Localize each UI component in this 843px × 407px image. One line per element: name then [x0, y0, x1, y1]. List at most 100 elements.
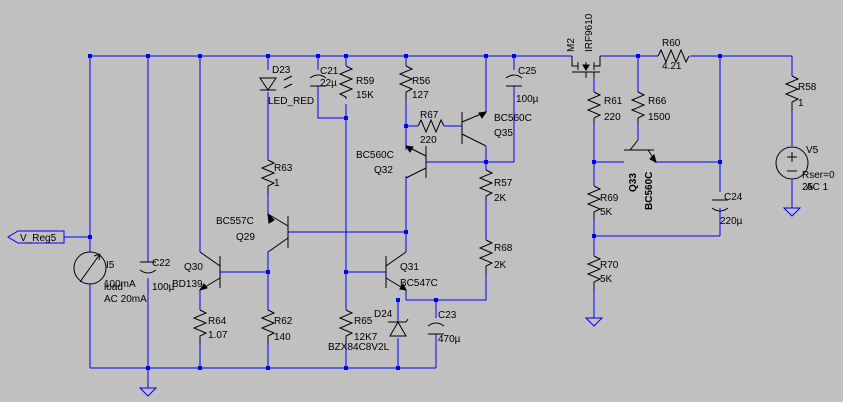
resistor-r70: R70 5K	[586, 255, 619, 290]
resistor-r67: R67 220	[417, 110, 445, 146]
svg-text:BC547C: BC547C	[400, 278, 438, 289]
svg-text:V5: V5	[806, 145, 819, 156]
svg-text:100µ: 100µ	[152, 282, 175, 293]
svg-text:C21: C21	[320, 66, 339, 77]
svg-text:R59: R59	[356, 76, 375, 87]
svg-text:Q31: Q31	[400, 262, 419, 273]
svg-text:R60: R60	[662, 38, 681, 49]
resistor-r61: R61 220	[586, 91, 623, 124]
transistor-q29: BC557C Q29	[216, 212, 289, 253]
svg-text:12K7: 12K7	[354, 332, 378, 343]
svg-text:100mA: 100mA	[104, 279, 136, 290]
net-label-v-reg5: V_Reg5	[7, 230, 65, 244]
svg-text:I5: I5	[106, 260, 115, 271]
svg-text:C25: C25	[518, 66, 537, 77]
svg-text:5K: 5K	[600, 274, 613, 285]
svg-text:V_Reg5: V_Reg5	[20, 233, 57, 244]
svg-text:Q29: Q29	[236, 232, 255, 243]
ground-symbols	[138, 207, 802, 397]
svg-text:127: 127	[412, 90, 429, 101]
svg-text:22µ: 22µ	[320, 78, 337, 89]
svg-text:Q35: Q35	[494, 128, 513, 139]
transistor-q32: BC560C Q32	[356, 145, 427, 179]
svg-text:R70: R70	[600, 260, 619, 271]
svg-text:R63: R63	[274, 163, 293, 174]
svg-text:R64: R64	[208, 316, 227, 327]
resistor-r65: R65 12K7	[338, 309, 378, 344]
capacitor-c25: C25 100µ	[505, 66, 539, 105]
svg-text:BC560C: BC560C	[644, 172, 655, 210]
svg-text:470µ: 470µ	[438, 334, 461, 345]
svg-text:D24: D24	[374, 309, 393, 320]
capacitor-c24: C24 220µ	[711, 192, 743, 227]
svg-text:25: 25	[802, 182, 814, 193]
svg-text:R68: R68	[494, 243, 513, 254]
transistor-q35: BC560C Q35	[461, 111, 532, 147]
resistor-r68: R68 2K	[478, 239, 513, 274]
junctions	[88, 54, 722, 370]
resistor-r63: R63 1	[260, 159, 293, 194]
capacitor-c23: C23 470µ	[427, 310, 461, 345]
resistor-r62: R62 140	[260, 309, 293, 344]
current-source-i5: I5 load AC 20mA 100mA	[73, 251, 147, 305]
svg-text:C23: C23	[438, 310, 457, 321]
svg-text:1: 1	[274, 178, 280, 189]
resistor-r56: R56 127	[398, 65, 431, 101]
svg-text:R65: R65	[354, 316, 373, 327]
resistor-r59: R59 15K	[338, 65, 375, 101]
svg-text:Rser=0: Rser=0	[802, 170, 835, 181]
voltage-source-v5: V5 Rser=0 25 AC 1	[775, 145, 835, 193]
svg-text:R69: R69	[600, 193, 619, 204]
transistor-q30: Q30 BD139	[172, 251, 221, 291]
resistor-r58: R58 1	[784, 75, 817, 110]
svg-text:R57: R57	[494, 178, 513, 189]
mosfet-m2: M2 IRF9610	[566, 13, 601, 78]
svg-text:R66: R66	[648, 96, 667, 107]
svg-text:220µ: 220µ	[720, 216, 743, 227]
svg-text:4.21: 4.21	[662, 61, 682, 72]
resistor-r64: R64 1.07	[192, 309, 228, 344]
svg-text:100µ: 100µ	[516, 94, 539, 105]
svg-text:15K: 15K	[356, 90, 374, 101]
svg-text:2K: 2K	[494, 193, 507, 204]
led-d23: D23 LED_RED	[259, 65, 314, 107]
svg-text:R67: R67	[420, 110, 439, 121]
svg-text:220: 220	[420, 135, 437, 146]
svg-text:IRF9610: IRF9610	[584, 13, 595, 52]
svg-text:AC 20mA: AC 20mA	[104, 294, 147, 305]
svg-text:R56: R56	[412, 76, 431, 87]
svg-text:D23: D23	[272, 65, 291, 76]
wires	[64, 55, 793, 388]
resistor-r60: R60 4.21	[657, 38, 690, 72]
svg-text:1500: 1500	[648, 112, 671, 123]
transistor-q33: Q33 BC560C	[624, 139, 657, 210]
svg-text:Q33: Q33	[628, 173, 639, 192]
svg-text:R61: R61	[604, 96, 623, 107]
svg-text:1: 1	[798, 98, 804, 109]
svg-text:2K: 2K	[494, 260, 507, 271]
svg-text:1.07: 1.07	[208, 330, 228, 341]
capacitor-c21: C21 22µ	[309, 66, 339, 89]
resistor-r66: R66 1500	[630, 91, 671, 124]
svg-text:load: load	[104, 282, 123, 293]
zener-d24: D24 BZX84C8V2L	[328, 309, 409, 353]
svg-text:AC 1: AC 1	[806, 182, 829, 193]
svg-text:BC560C: BC560C	[494, 113, 532, 124]
svg-text:C22: C22	[152, 258, 171, 269]
svg-text:140: 140	[274, 332, 291, 343]
capacitor-c22: C22 100µ	[139, 258, 175, 293]
svg-text:BC560C: BC560C	[356, 150, 394, 161]
svg-text:BZX84C8V2L: BZX84C8V2L	[328, 342, 390, 353]
svg-text:LED_RED: LED_RED	[268, 96, 314, 107]
svg-text:M2: M2	[566, 38, 577, 52]
svg-text:5K: 5K	[600, 207, 613, 218]
transistor-q31: Q31 BC547C	[385, 251, 438, 291]
svg-text:Q30: Q30	[184, 262, 203, 273]
svg-text:C24: C24	[724, 192, 743, 203]
svg-text:R62: R62	[274, 316, 293, 327]
svg-text:Q32: Q32	[374, 165, 393, 176]
svg-text:R58: R58	[798, 82, 817, 93]
